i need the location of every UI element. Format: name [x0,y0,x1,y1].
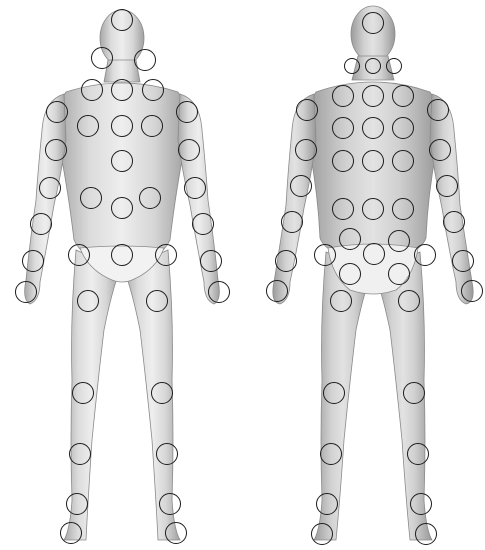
back-point-neck-center[interactable] [365,58,381,74]
front-point-shin-right[interactable] [156,443,178,465]
back-point-hand-right[interactable] [461,280,483,302]
back-point-forearm-left[interactable] [281,211,303,233]
front-point-clavicle-left[interactable] [81,79,103,101]
back-point-calf-right[interactable] [407,443,429,465]
back-point-gluteal-left[interactable] [339,263,361,285]
front-point-ankle-left[interactable] [66,493,88,515]
back-point-forearm-right[interactable] [443,211,465,233]
back-point-neck-left[interactable] [344,58,360,74]
front-point-wrist-right[interactable] [200,250,222,272]
front-point-hip-left[interactable] [68,244,90,266]
front-point-sternum[interactable] [111,115,133,137]
back-point-lumbar-left[interactable] [332,198,354,220]
back-point-lumbar-spine[interactable] [362,198,384,220]
front-point-shoulder-left[interactable] [46,101,68,123]
front-point-forearm-left[interactable] [30,213,52,235]
front-point-hip-right[interactable] [155,244,177,266]
back-point-gluteal-right[interactable] [388,263,410,285]
front-point-elbow-right[interactable] [184,177,206,199]
front-point-shoulder-right[interactable] [176,101,198,123]
front-point-jaw-right[interactable] [134,49,156,71]
front-point-foot-right[interactable] [165,522,187,544]
back-point-lumbar-right[interactable] [392,198,414,220]
back-point-heel-right[interactable] [415,523,437,545]
front-point-head-top[interactable] [111,9,133,31]
back-point-sacral-right[interactable] [388,230,410,252]
back-point-knee-right[interactable] [403,382,425,404]
back-point-mid-spine[interactable] [362,117,384,139]
front-point-forearm-right[interactable] [192,213,214,235]
back-point-lat-left[interactable] [332,150,354,172]
front-point-elbow-left[interactable] [39,177,61,199]
front-point-epigastric[interactable] [111,150,133,172]
front-point-hand-left[interactable] [15,281,37,303]
back-point-scapula-left[interactable] [332,117,354,139]
front-point-upper-arm-left[interactable] [45,139,67,161]
back-point-wrist-right[interactable] [452,250,474,272]
front-point-hand-right[interactable] [208,281,230,303]
front-point-knee-left[interactable] [72,382,94,404]
front-point-navel[interactable] [111,197,133,219]
back-point-iliac-left[interactable] [314,244,336,266]
back-point-hamstring-right[interactable] [398,290,420,312]
front-point-shin-left[interactable] [69,443,91,465]
back-point-knee-left[interactable] [323,382,345,404]
front-point-clavicle-right[interactable] [142,79,164,101]
back-point-scapula-right[interactable] [392,117,414,139]
back-point-shoulder-left[interactable] [296,99,318,121]
front-point-upper-arm-right[interactable] [178,139,200,161]
front-point-sternum-top[interactable] [111,79,133,101]
back-point-elbow-right[interactable] [436,175,458,197]
back-point-sacrum[interactable] [363,243,385,265]
back-point-hand-left[interactable] [266,280,288,302]
front-point-abdomen-right[interactable] [139,187,161,209]
back-point-trapezius-right[interactable] [392,85,414,107]
back-point-iliac-right[interactable] [414,244,436,266]
front-point-jaw-left[interactable] [91,47,113,69]
back-point-shoulder-right[interactable] [427,99,449,121]
back-point-neck-right[interactable] [386,58,402,74]
back-point-wrist-left[interactable] [275,250,297,272]
front-point-foot-left[interactable] [60,522,82,544]
back-point-trapezius-left[interactable] [332,85,354,107]
front-point-ankle-right[interactable] [159,493,181,515]
back-point-ankle-left[interactable] [316,493,338,515]
back-point-thoracic-spine[interactable] [362,150,384,172]
front-point-thigh-left[interactable] [77,290,99,312]
front-point-thigh-right[interactable] [146,290,168,312]
front-point-knee-right[interactable] [151,382,173,404]
back-point-ankle-right[interactable] [410,493,432,515]
back-point-upper-spine[interactable] [362,85,384,107]
back-point-hamstring-left[interactable] [330,290,352,312]
back-point-head[interactable] [362,12,384,34]
front-point-chest-left[interactable] [77,115,99,137]
front-point-chest-right[interactable] [141,115,163,137]
back-point-upper-arm-left[interactable] [295,139,317,161]
back-point-heel-left[interactable] [311,523,333,545]
back-point-lat-right[interactable] [392,150,414,172]
back-point-elbow-left[interactable] [290,175,312,197]
back-point-calf-left[interactable] [320,443,342,465]
front-point-abdomen-left[interactable] [80,187,102,209]
back-point-upper-arm-right[interactable] [429,139,451,161]
front-point-pubic[interactable] [111,244,133,266]
back-point-sacral-left[interactable] [339,228,361,250]
front-point-wrist-left[interactable] [22,250,44,272]
